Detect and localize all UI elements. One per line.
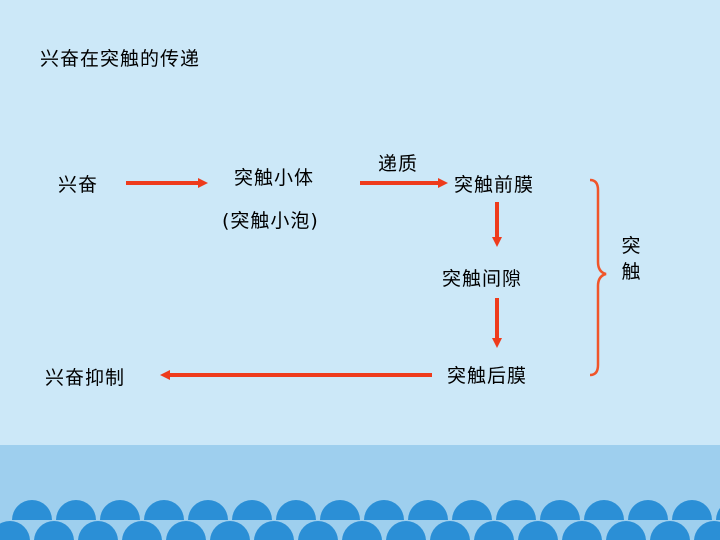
wave-shape: [78, 521, 118, 540]
wave-shape: [452, 500, 492, 520]
wave-shape: [584, 500, 624, 520]
wave-shape: [716, 508, 720, 520]
wave-shape: [474, 521, 514, 540]
wave-shape: [606, 521, 646, 540]
brace-label: 突 触: [620, 233, 642, 285]
wave-shape: [210, 521, 250, 540]
wave-shape: [320, 500, 360, 520]
wave-shape: [650, 521, 690, 540]
wave-shape: [628, 500, 668, 520]
wave-shape: [694, 521, 720, 540]
page-title: 兴奋在突触的传递: [40, 48, 201, 70]
wave-shape: [518, 521, 558, 540]
wave-shape: [232, 500, 272, 520]
wave-shape: [562, 521, 602, 540]
wave-shape: [540, 500, 580, 520]
node-post-membrane: 突触后膜: [447, 365, 528, 387]
wave-shape: [276, 500, 316, 520]
wave-shape: [496, 500, 536, 520]
wave-shape: [408, 500, 448, 520]
wave-shape: [430, 521, 470, 540]
wave-shape: [386, 521, 426, 540]
wave-shape: [12, 500, 52, 520]
brace-label-char: 触: [621, 261, 641, 283]
wave-shape: [672, 500, 712, 520]
wave-decoration: [0, 500, 720, 540]
wave-shape: [166, 521, 206, 540]
wave-shape: [100, 500, 140, 520]
node-pre-membrane: 突触前膜: [454, 174, 535, 196]
node-vesicle-note: (突触小泡): [222, 210, 319, 232]
wave-shape: [188, 500, 228, 520]
wave-shape: [122, 521, 162, 540]
synapse-brace: [589, 178, 607, 377]
node-inhibition: 兴奋抑制: [45, 367, 126, 389]
wave-shape: [56, 500, 96, 520]
node-excitation: 兴奋: [58, 174, 99, 196]
wave-shape: [0, 521, 30, 540]
wave-shape: [254, 521, 294, 540]
wave-shape: [342, 521, 382, 540]
wave-shape: [364, 500, 404, 520]
wave-shape: [298, 521, 338, 540]
wave-shape: [34, 521, 74, 540]
wave-shape: [144, 500, 184, 520]
node-cleft: 突触间隙: [442, 268, 523, 290]
brace-label-char: 突: [621, 235, 641, 257]
label-transmitter: 递质: [378, 153, 419, 175]
node-vesicle: 突触小体: [234, 167, 315, 189]
